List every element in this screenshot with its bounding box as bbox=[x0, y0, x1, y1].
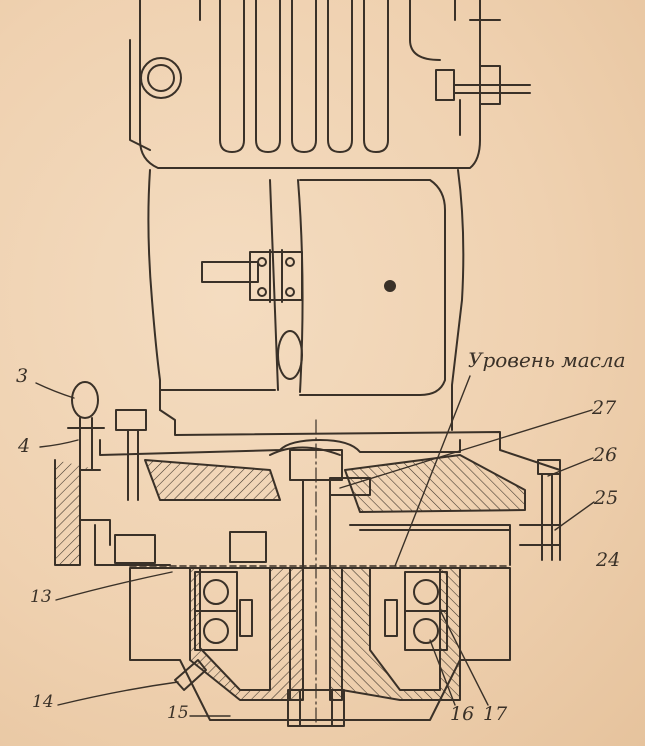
motor-housing bbox=[129, 0, 531, 169]
callout-24: 24 bbox=[596, 549, 621, 571]
oil-level-label: Уровень масла bbox=[468, 348, 626, 372]
callout-17: 17 bbox=[483, 703, 508, 725]
callout-25: 25 bbox=[594, 487, 619, 509]
motor-body bbox=[147, 169, 465, 431]
callout-3: 3 bbox=[16, 365, 29, 387]
callout-15: 15 bbox=[167, 703, 189, 723]
callout-4: 4 bbox=[18, 435, 31, 457]
callout-14: 14 bbox=[32, 692, 54, 712]
callout-27: 27 bbox=[592, 397, 617, 419]
callout-26: 26 bbox=[593, 444, 618, 466]
callout-13: 13 bbox=[30, 587, 52, 607]
callout-16: 16 bbox=[450, 703, 475, 725]
inner-chamber bbox=[94, 524, 511, 567]
flange-assembly bbox=[54, 381, 561, 566]
bearing-housing bbox=[129, 567, 511, 721]
leader-lines bbox=[35, 375, 595, 717]
